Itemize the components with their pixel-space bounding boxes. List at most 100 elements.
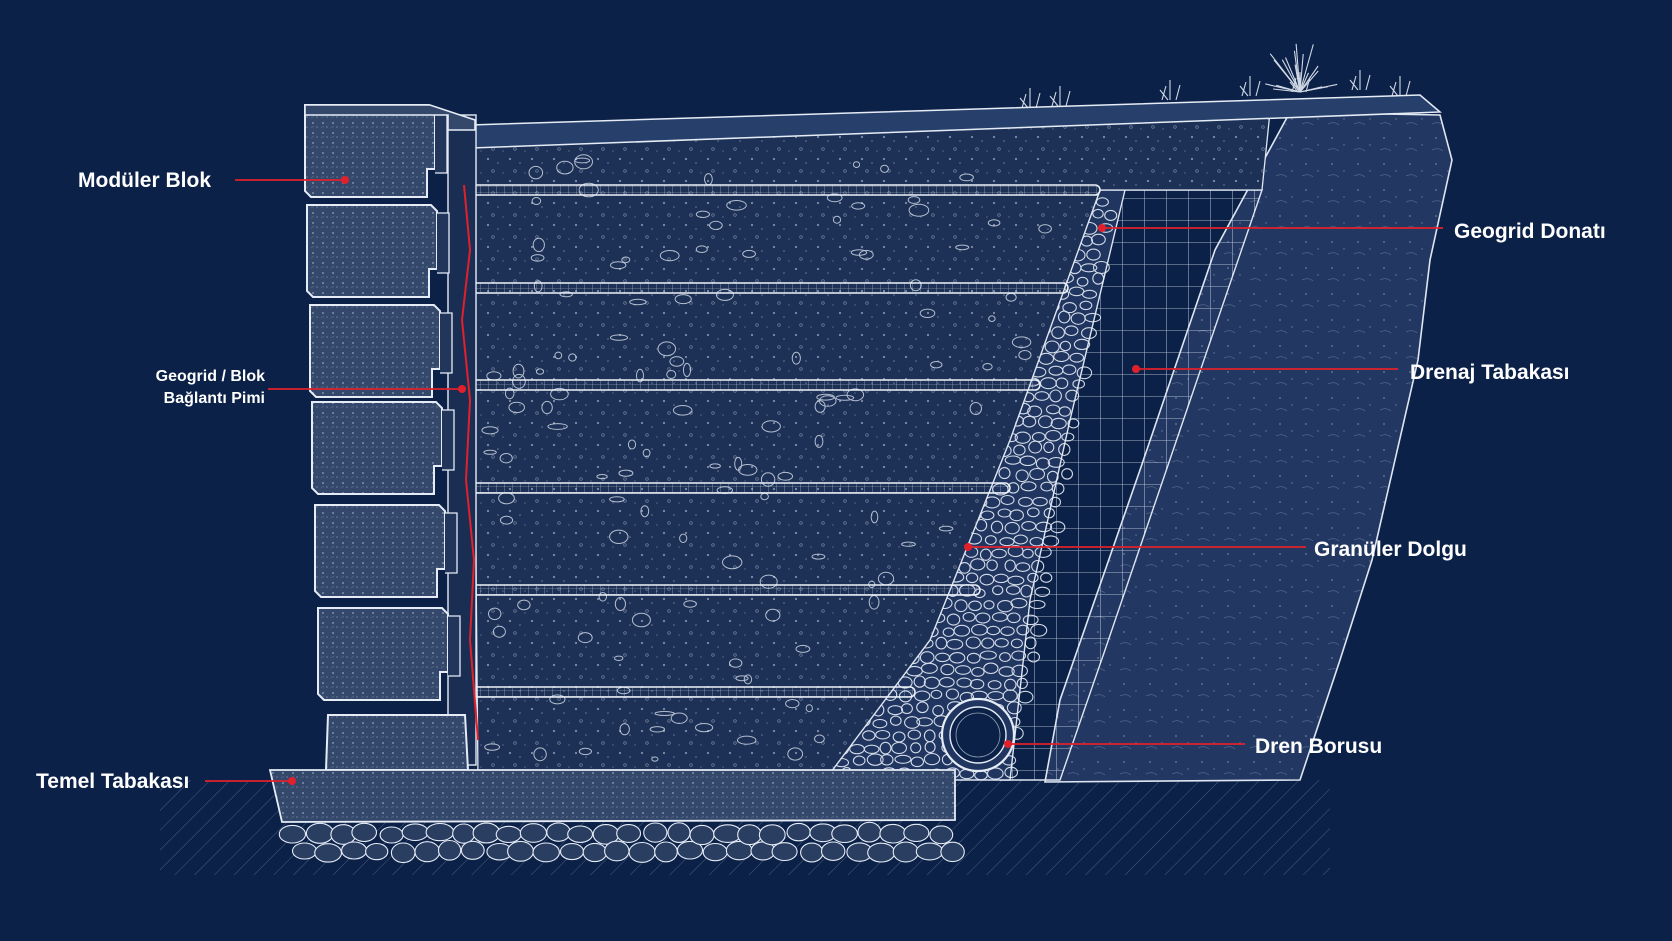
stone <box>619 723 630 736</box>
stone <box>832 215 842 224</box>
connection-pin-line <box>460 184 479 741</box>
pebble <box>1024 636 1037 650</box>
foundation-stone <box>278 824 307 844</box>
pebble <box>1005 585 1021 595</box>
modular-block <box>311 401 443 495</box>
stone <box>695 723 714 733</box>
pebble <box>862 730 876 741</box>
pebble <box>979 573 995 586</box>
stone <box>659 250 680 262</box>
stone <box>1011 336 1032 349</box>
foundation-stone <box>737 824 762 846</box>
pebble <box>1009 509 1024 522</box>
stone <box>955 244 970 251</box>
stone <box>938 525 954 532</box>
modular-block-base <box>324 714 470 771</box>
stone <box>499 453 513 464</box>
pebble <box>1081 289 1098 299</box>
geogrid-layer <box>449 686 916 698</box>
pebble <box>1043 441 1055 454</box>
pebble <box>940 663 955 676</box>
stone <box>642 448 651 458</box>
pebble <box>1076 366 1093 380</box>
pebble <box>1016 624 1030 636</box>
modular-blocks <box>304 104 476 771</box>
pebble <box>863 744 880 754</box>
pebble <box>880 754 894 766</box>
pebble <box>1045 429 1062 442</box>
pebble <box>980 510 995 521</box>
label-foundation-layer: Temel Tabakası <box>36 770 190 793</box>
pebble <box>994 638 1009 648</box>
pebble <box>1050 521 1066 534</box>
pebble <box>999 652 1011 663</box>
pebble <box>930 689 943 700</box>
stone <box>907 196 921 204</box>
modular-block <box>317 607 449 701</box>
foundation-stone <box>643 822 668 843</box>
foundation-stone <box>867 842 896 863</box>
pebble <box>1049 496 1062 508</box>
stone <box>735 675 749 682</box>
pebble <box>910 756 925 768</box>
stone <box>651 756 659 762</box>
foundation-stone <box>892 841 919 863</box>
stone <box>481 426 499 435</box>
stone <box>631 612 651 628</box>
stone <box>1038 224 1052 234</box>
stone <box>791 351 801 365</box>
foundation-stone <box>460 840 485 860</box>
stone <box>743 674 753 685</box>
pebble <box>900 703 913 715</box>
foundation-stone <box>758 824 786 846</box>
pebble <box>1062 364 1077 376</box>
pebble <box>979 650 997 660</box>
label-geogrid: Geogrid Donatı <box>1454 220 1606 243</box>
pebble <box>894 754 912 764</box>
stone <box>640 505 650 518</box>
pebble <box>1053 350 1070 363</box>
pebble <box>1000 626 1015 636</box>
stone <box>742 249 756 258</box>
pebble <box>1049 389 1062 403</box>
stone <box>547 423 568 430</box>
stone <box>695 245 708 253</box>
stone <box>657 341 677 357</box>
stone <box>982 363 993 371</box>
stone <box>969 402 982 415</box>
stone <box>785 699 800 709</box>
pebble <box>1058 443 1071 456</box>
foundation-stone <box>940 841 965 863</box>
pebble <box>945 688 960 700</box>
pebble <box>1061 432 1075 442</box>
stone <box>614 655 624 661</box>
stone <box>683 600 697 608</box>
stone <box>669 356 685 367</box>
foundation-base <box>268 769 956 823</box>
block-lip <box>437 212 450 274</box>
pebble <box>1011 650 1027 661</box>
stone <box>738 464 758 476</box>
pebble <box>981 637 995 649</box>
stone <box>568 353 577 362</box>
stone <box>930 361 943 369</box>
pebble <box>1058 406 1072 417</box>
grass-tuft <box>1159 80 1181 101</box>
stone <box>492 625 506 638</box>
pebble <box>1028 599 1046 610</box>
foundation-stone <box>425 822 455 842</box>
pebble <box>999 537 1015 547</box>
pebble <box>1034 586 1051 597</box>
stone <box>531 197 542 205</box>
stone <box>987 219 1001 227</box>
grass-tuft <box>1049 86 1071 107</box>
stone <box>695 210 711 219</box>
pebble <box>1051 326 1065 339</box>
stone <box>621 256 631 264</box>
pebble <box>1015 469 1029 483</box>
pebble <box>983 662 999 675</box>
pebble <box>993 573 1009 584</box>
pebble <box>1022 548 1034 559</box>
pebble <box>1067 418 1080 429</box>
